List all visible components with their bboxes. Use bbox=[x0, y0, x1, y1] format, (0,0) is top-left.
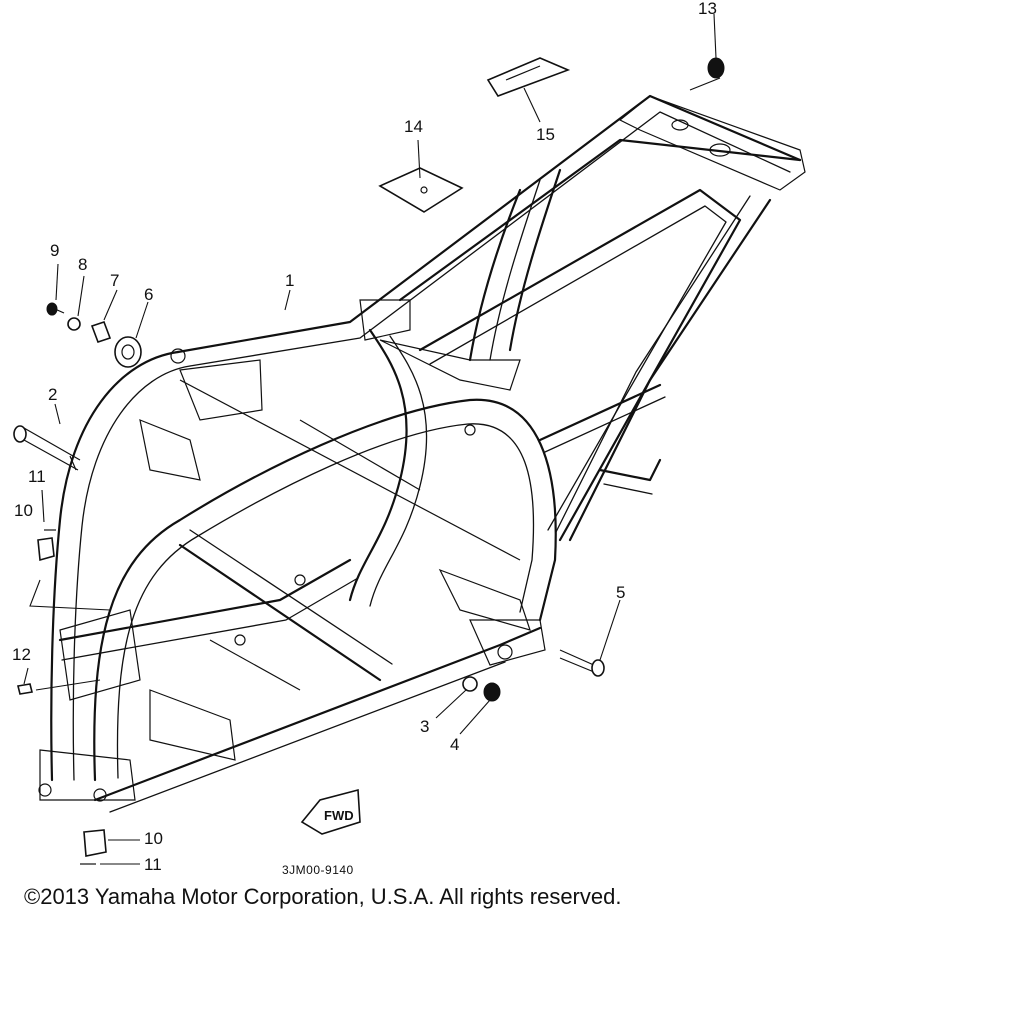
label-part-6: 6 bbox=[144, 285, 153, 304]
label-part-8: 8 bbox=[78, 255, 87, 274]
label-part-5: 5 bbox=[616, 583, 625, 602]
label-part-13: 13 bbox=[698, 0, 717, 18]
damper-part-10-lower bbox=[83, 829, 107, 857]
cap-part-13 bbox=[707, 57, 725, 79]
copyright-notice: ©2013 Yamaha Motor Corporation, U.S.A. A… bbox=[24, 884, 622, 909]
cover-part-14 bbox=[378, 167, 464, 213]
damper-part-10-upper bbox=[37, 537, 55, 562]
label-part-11-upper: 11 bbox=[28, 467, 46, 486]
label-part-10-lower: 10 bbox=[144, 829, 163, 848]
washer-part-3 bbox=[462, 676, 478, 692]
drawing-code: 3JM00-9140 bbox=[282, 863, 354, 877]
label-part-4: 4 bbox=[450, 735, 459, 754]
forward-arrow-icon: FWD bbox=[300, 788, 361, 835]
label-part-12: 12 bbox=[12, 645, 31, 664]
label-part-1: 1 bbox=[285, 271, 294, 290]
leader-lines bbox=[23, 13, 721, 865]
label-part-2: 2 bbox=[48, 385, 57, 404]
label-part-11-lower: 11 bbox=[144, 855, 162, 874]
label-part-14: 14 bbox=[404, 117, 423, 136]
fwd-label: FWD bbox=[324, 808, 354, 823]
label-part-10-upper: 10 bbox=[14, 501, 33, 520]
washer-part-8 bbox=[67, 317, 81, 331]
bolt-part-5 bbox=[559, 649, 605, 677]
clamp-part-15 bbox=[486, 57, 571, 97]
label-part-9: 9 bbox=[50, 241, 59, 260]
label-part-7: 7 bbox=[110, 271, 119, 290]
label-part-15: 15 bbox=[536, 125, 555, 144]
bolt-part-12 bbox=[17, 683, 33, 695]
nut-part-4 bbox=[483, 682, 501, 702]
main-frame bbox=[38, 94, 806, 813]
bolt-part-9 bbox=[46, 302, 65, 316]
bushing-part-6 bbox=[114, 336, 142, 368]
collar-part-7 bbox=[90, 320, 112, 344]
label-part-3: 3 bbox=[420, 717, 429, 736]
bolt-part-2 bbox=[13, 425, 81, 471]
frame-exploded-diagram: FWD 1 2 3 4 5 6 7 8 9 10 11 12 13 14 15 … bbox=[12, 0, 806, 877]
